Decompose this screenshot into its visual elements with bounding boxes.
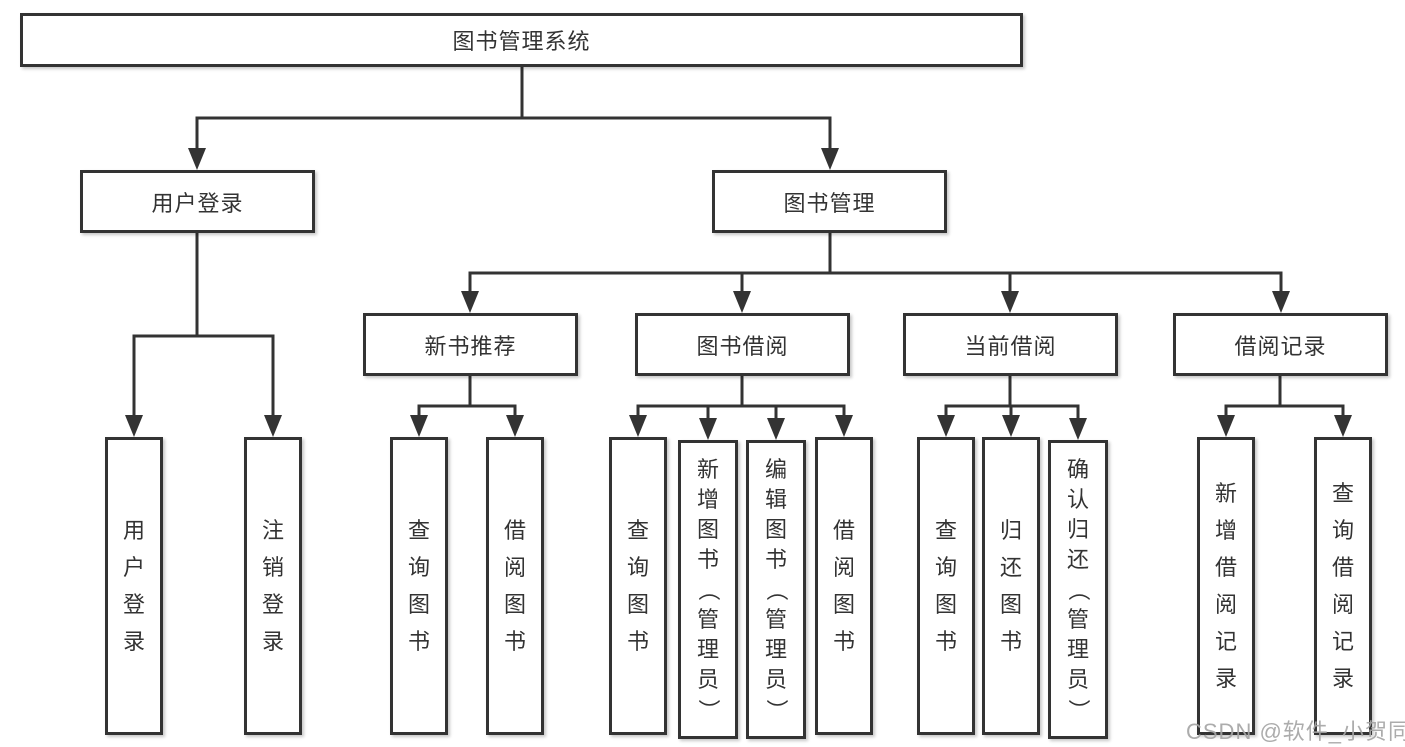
leaf-confirm-return-admin: 确认归还（管理员） [1048, 440, 1108, 739]
node-user-login: 用户登录 [80, 170, 315, 233]
node-current-borrow: 当前借阅 [903, 313, 1118, 376]
connector-paths [132, 67, 1345, 421]
leaf-add-borrow-record: 新增借阅记录 [1197, 437, 1255, 735]
leaf-add-books-admin: 新增图书（管理员） [678, 440, 738, 739]
node-label: 新书推荐 [424, 333, 517, 359]
leaf-query-books-borrow: 查询图书 [609, 437, 667, 735]
leaf-borrow-books-recommend: 借阅图书 [486, 437, 544, 735]
node-label: 借阅记录 [1234, 333, 1327, 359]
leaf-return-books: 归还图书 [982, 437, 1040, 735]
node-root: 图书管理系统 [20, 13, 1023, 67]
leaf-user-login: 用户登录 [105, 437, 163, 735]
leaf-query-books-current: 查询图书 [917, 437, 975, 735]
node-label: 图书管理系统 [452, 29, 591, 54]
csdn-watermark: CSDN @软件_小贺同学 [1186, 719, 1405, 744]
node-new-book-recommend: 新书推荐 [363, 313, 578, 376]
leaf-edit-books-admin: 编辑图书（管理员） [746, 440, 806, 739]
arrowheads [125, 148, 1352, 440]
node-book-borrow: 图书借阅 [635, 313, 850, 376]
leaf-borrow-books: 借阅图书 [815, 437, 873, 735]
node-label: 当前借阅 [964, 333, 1057, 359]
node-label: 图书管理 [783, 190, 876, 216]
node-label: 图书借阅 [696, 333, 789, 359]
leaf-query-books-recommend: 查询图书 [390, 437, 448, 735]
node-book-management: 图书管理 [712, 170, 947, 233]
node-borrow-records: 借阅记录 [1173, 313, 1388, 376]
leaf-query-borrow-record: 查询借阅记录 [1314, 437, 1372, 735]
leaf-logout: 注销登录 [244, 437, 302, 735]
node-label: 用户登录 [151, 190, 244, 216]
